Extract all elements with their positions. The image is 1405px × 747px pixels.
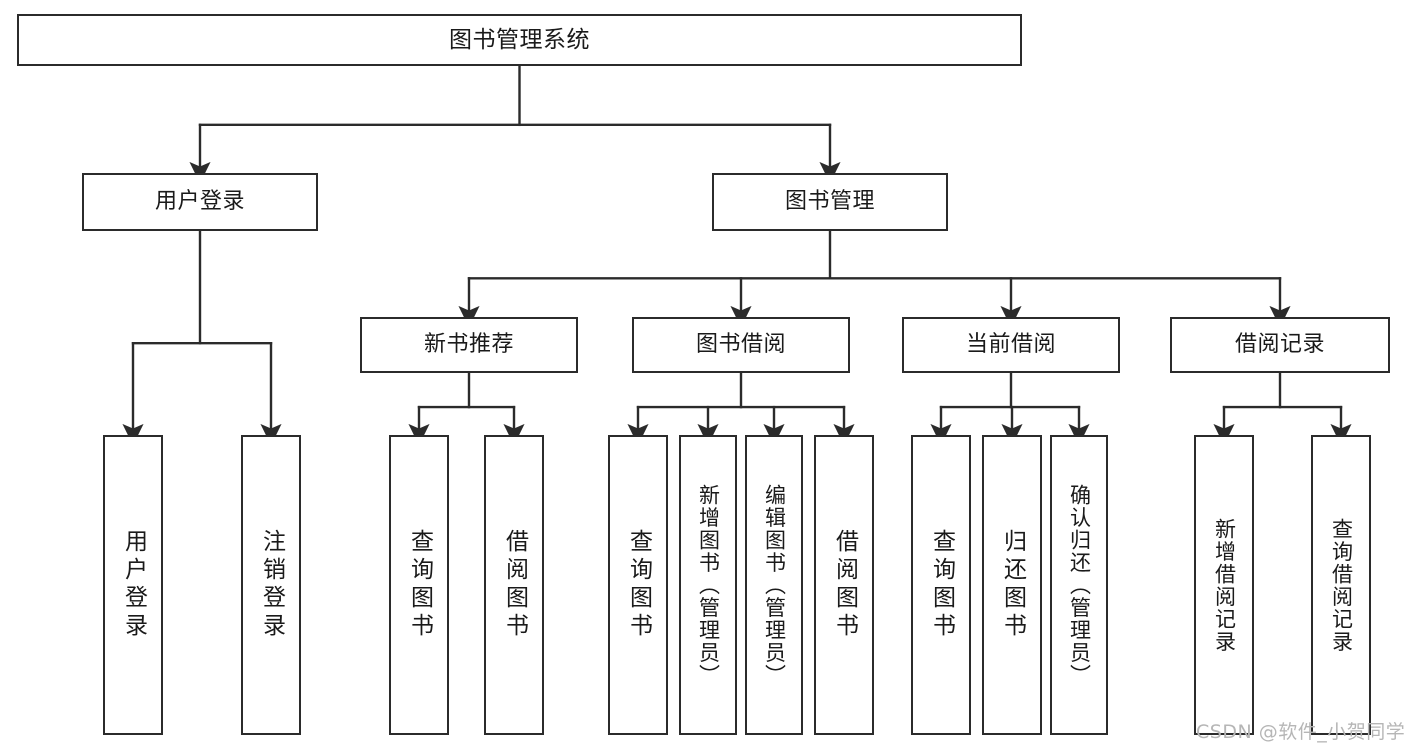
node-leaf-edit-book[interactable]: 编辑图书（管理员） [745,435,803,735]
node-label: 借阅图书 [501,529,528,641]
node-label: 图书管理 [784,189,875,215]
node-root[interactable]: 图书管理系统 [17,14,1022,66]
node-user-login[interactable]: 用户登录 [82,173,318,231]
watermark-csdn: CSDN @软件_小贺同学 [1196,721,1405,743]
edge-group [122,64,1352,446]
node-label: 新增借阅记录 [1212,517,1237,653]
node-leaf-query-book-3[interactable]: 查询图书 [911,435,971,735]
node-label: 用户登录 [154,189,245,215]
node-label: 查询图书 [406,529,433,641]
node-label: 查询借阅记录 [1329,517,1354,653]
node-label: 编辑图书（管理员） [762,483,787,687]
node-label: 查询图书 [928,529,955,641]
node-label: 当前借阅 [965,332,1056,358]
node-current-borrow[interactable]: 当前借阅 [902,317,1120,373]
node-label: 新增图书（管理员） [696,483,721,687]
node-label: 图书借阅 [695,332,786,358]
node-leaf-user-logout[interactable]: 注销登录 [241,435,301,735]
node-label: 注销登录 [258,529,285,641]
node-leaf-borrow-book-1[interactable]: 借阅图书 [484,435,544,735]
node-leaf-user-login[interactable]: 用户登录 [103,435,163,735]
node-new-book-rec[interactable]: 新书推荐 [360,317,578,373]
node-leaf-confirm-return[interactable]: 确认归还（管理员） [1050,435,1108,735]
node-label: 查询图书 [625,529,652,641]
node-borrow-record[interactable]: 借阅记录 [1170,317,1390,373]
node-leaf-add-book[interactable]: 新增图书（管理员） [679,435,737,735]
node-label: 借阅记录 [1234,332,1325,358]
node-leaf-return-book[interactable]: 归还图书 [982,435,1042,735]
node-leaf-borrow-book-2[interactable]: 借阅图书 [814,435,874,735]
node-label: 用户登录 [120,529,147,641]
node-label: 图书管理系统 [449,26,590,53]
node-book-manage[interactable]: 图书管理 [712,173,948,231]
node-book-borrow[interactable]: 图书借阅 [632,317,850,373]
node-label: 新书推荐 [423,332,514,358]
node-label: 借阅图书 [831,529,858,641]
node-leaf-add-record[interactable]: 新增借阅记录 [1194,435,1254,735]
node-label: 归还图书 [999,529,1026,641]
node-leaf-query-book-2[interactable]: 查询图书 [608,435,668,735]
node-leaf-query-book-1[interactable]: 查询图书 [389,435,449,735]
node-leaf-query-record[interactable]: 查询借阅记录 [1311,435,1371,735]
node-label: 确认归还（管理员） [1067,483,1092,687]
